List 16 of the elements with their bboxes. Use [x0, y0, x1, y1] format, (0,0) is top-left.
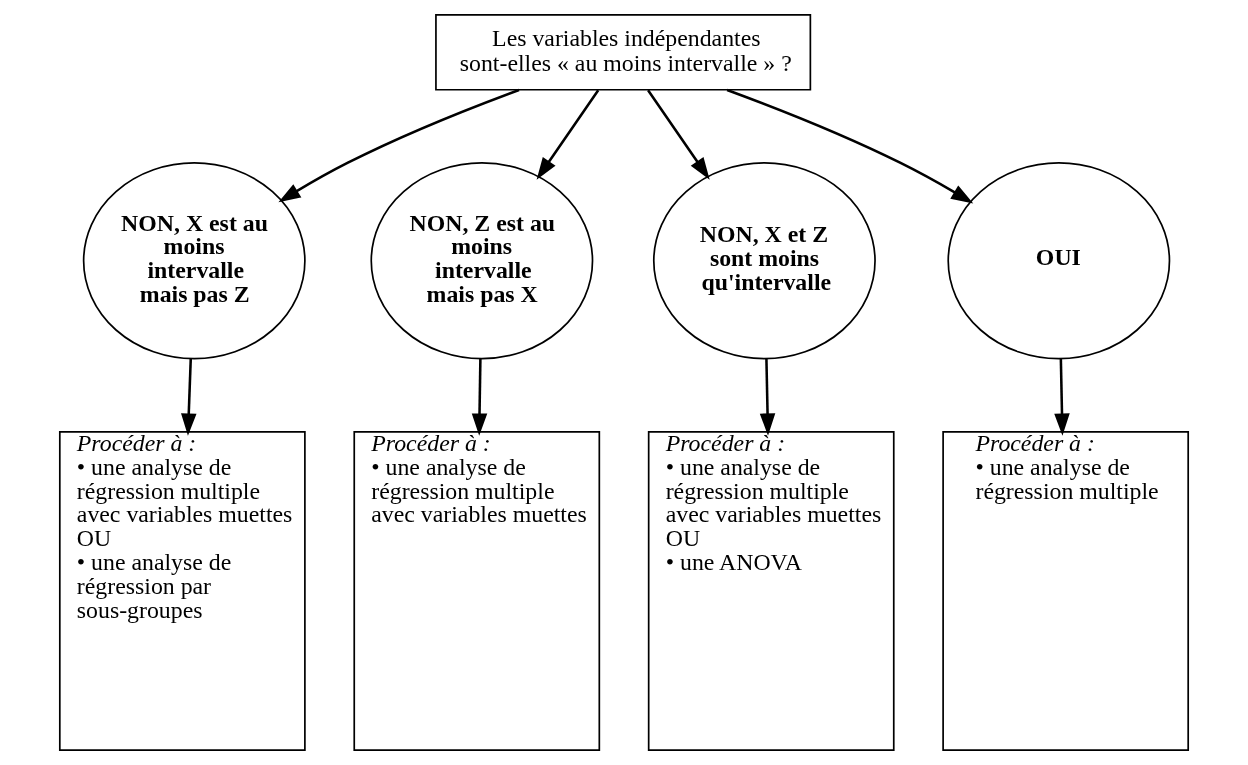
node-box: Procéder à : • une analyse de régression multiple avec variables muettes OU • une analyse de régression par sous-groupes: [58, 431, 306, 751]
node-ellipse: NON, X et Z sont moins qu'intervalle: [652, 162, 876, 360]
arrow: [278, 88, 520, 203]
arrow: [536, 89, 600, 180]
node-box: Procéder à : • une analyse de régression multiple avec variables muettes OU • une ANOVA: [647, 431, 895, 751]
arrow: [647, 89, 710, 180]
node-box: Les variables indépendantes sont-elles « au moins intervalle » ?: [435, 14, 812, 91]
node-box: Procéder à : • une analyse de régression multiple: [942, 431, 1190, 751]
node-box: Procéder à : • une analyse de régression multiple avec variables muettes: [353, 431, 601, 751]
node-ellipse: NON, Z est au moins intervalle mais pas X: [370, 162, 594, 360]
arrow: [181, 358, 197, 436]
arrow: [759, 358, 776, 436]
node-ellipse: NON, X est au moins intervalle mais pas Z: [82, 162, 306, 360]
arrow: [1054, 358, 1070, 436]
arrow: [471, 358, 488, 436]
arrow: [726, 88, 974, 204]
